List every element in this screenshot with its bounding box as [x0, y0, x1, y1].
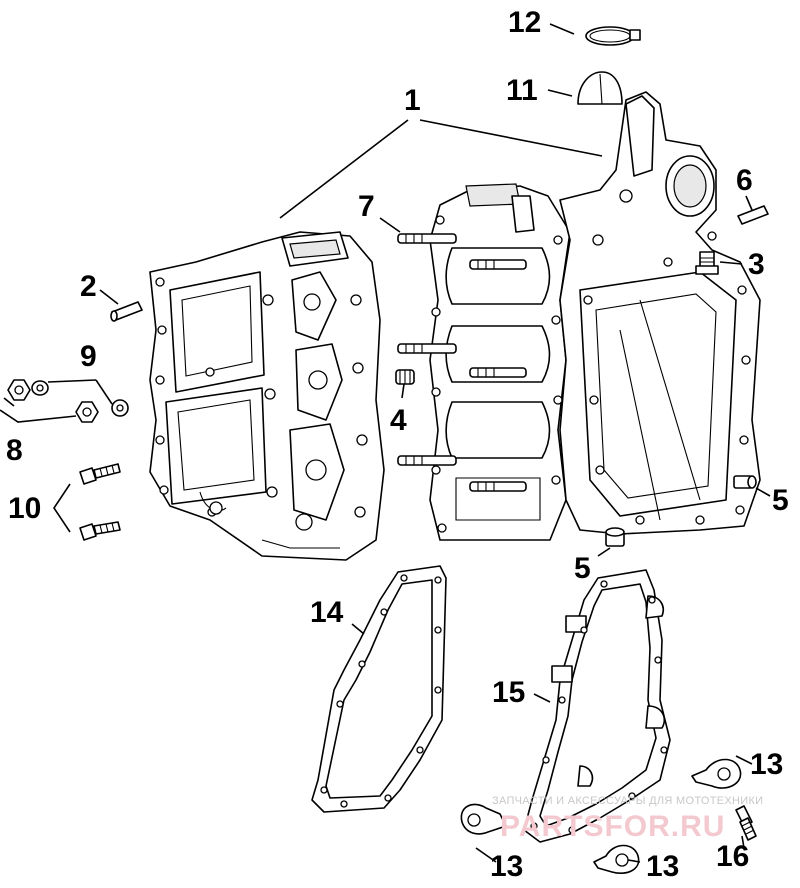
callout-5: 5: [772, 484, 789, 517]
crankcase: [559, 91, 761, 535]
screw: [79, 463, 121, 485]
washer: [111, 399, 129, 417]
callout-3: 3: [748, 248, 765, 281]
nut: [75, 401, 99, 423]
callout-14: 14: [310, 596, 344, 629]
callout-4: 4: [390, 404, 407, 437]
dowel-pin: [737, 205, 769, 225]
callout-11: 11: [506, 74, 538, 107]
callout-numbers: 1 2 3 4 5 5 6 7 8 9 10 11 12 13 13 13 14…: [6, 6, 789, 883]
stud: [397, 343, 457, 354]
dowel-pin: [605, 527, 625, 547]
callout-10: 10: [8, 492, 41, 525]
gasket: [311, 565, 447, 813]
callout-8: 8: [6, 434, 23, 467]
callout-9: 9: [80, 340, 97, 373]
screw: [79, 521, 121, 541]
callout-12: 12: [508, 6, 541, 39]
hose-clip: [460, 803, 507, 835]
rubber-plug: [577, 71, 623, 105]
callout-1: 1: [404, 84, 421, 117]
callout-13: 13: [750, 748, 783, 781]
stud: [397, 233, 457, 244]
hose-clip: [593, 844, 640, 874]
callout-16: 16: [716, 840, 749, 873]
stud: [469, 367, 527, 378]
leader-lines: [0, 23, 771, 863]
callout-2: 2: [80, 270, 97, 303]
hose-clamp: [585, 26, 641, 46]
stud: [397, 455, 457, 466]
callout-13: 13: [490, 850, 523, 883]
stud: [469, 481, 527, 492]
callout-6: 6: [736, 164, 753, 197]
screw: [735, 805, 757, 841]
callout-15: 15: [492, 676, 525, 709]
stud: [469, 259, 527, 270]
callout-7: 7: [358, 190, 375, 223]
callout-5: 5: [574, 552, 591, 585]
callout-13: 13: [646, 850, 679, 883]
dowel-pin: [110, 301, 143, 322]
gasket: [523, 569, 671, 843]
cylinder-head-cover: [149, 231, 385, 561]
nut: [7, 379, 31, 401]
fitting: [695, 251, 719, 275]
dowel-pin: [733, 475, 757, 489]
washer: [31, 380, 49, 396]
hose-clip: [691, 758, 742, 789]
nipple: [395, 369, 415, 385]
studs: [397, 233, 527, 492]
